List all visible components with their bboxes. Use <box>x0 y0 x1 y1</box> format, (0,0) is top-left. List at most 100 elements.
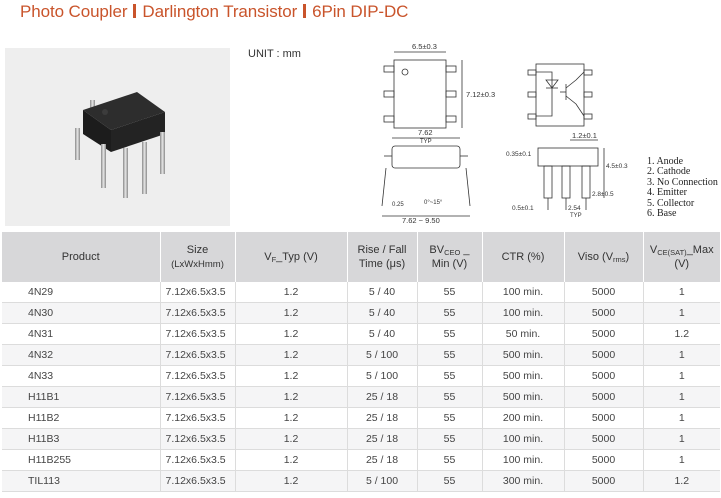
title-type: Darlington Transistor <box>142 2 298 21</box>
title-package: 6Pin DIP-DC <box>312 2 409 21</box>
cell-viso: 5000 <box>563 282 643 303</box>
dim-side-typ: TYP <box>420 139 432 145</box>
cell-ctr: 300 min. <box>481 470 564 492</box>
cell-product: H11B2 <box>2 407 160 429</box>
cell-viso: 5000 <box>563 407 643 429</box>
header-vf: VF_Typ (V) <box>234 232 347 282</box>
title-separator <box>133 4 137 18</box>
cell-ctr: 100 min. <box>481 282 564 303</box>
cell-size: 7.12x6.5x3.5 <box>159 470 235 492</box>
cell-size: 7.12x6.5x3.5 <box>159 449 235 471</box>
cell-vf: 1.2 <box>234 302 347 324</box>
cell-viso: 5000 <box>563 470 643 492</box>
dim-top-height: 7.12±0.3 <box>466 90 495 99</box>
cell-bvceo: 55 <box>416 282 482 303</box>
cell-product: 4N29 <box>2 282 160 303</box>
cell-vf: 1.2 <box>234 282 347 303</box>
cell-rise-fall: 5 / 40 <box>346 282 417 303</box>
cell-vcesat: 1 <box>642 449 720 471</box>
unit-label: UNIT : mm <box>248 48 301 60</box>
dim-side-thick: 0.25 <box>392 202 404 208</box>
cell-vf: 1.2 <box>234 365 347 387</box>
pin-item: 4. Emitter <box>647 187 687 199</box>
cell-size: 7.12x6.5x3.5 <box>159 386 235 408</box>
cell-product: 4N30 <box>2 302 160 324</box>
cell-vcesat: 1 <box>642 386 720 408</box>
pin-item: 6. Base <box>647 208 677 220</box>
package-drawing: 6.5±0.3 7.12±0.3 7.62 TYP 0.25 0°~15° 7.… <box>381 42 628 225</box>
dim-side-range: 7.62 ~ 9.50 <box>402 216 440 225</box>
cell-rise-fall: 5 / 100 <box>346 365 417 387</box>
cell-vf: 1.2 <box>234 449 347 471</box>
cell-viso: 5000 <box>563 449 643 471</box>
pin-item: 5. Collector <box>647 197 695 209</box>
cell-vf: 1.2 <box>234 386 347 408</box>
cell-ctr: 500 min. <box>481 386 564 408</box>
header-product: Product <box>2 232 160 282</box>
cell-vcesat: 1.2 <box>642 323 720 345</box>
cell-size: 7.12x6.5x3.5 <box>159 428 235 450</box>
cell-vf: 1.2 <box>234 344 347 366</box>
cell-product: H11B1 <box>2 386 160 408</box>
cell-rise-fall: 5 / 100 <box>346 470 417 492</box>
cell-viso: 5000 <box>563 344 643 366</box>
header-ctr: CTR (%) <box>481 232 564 282</box>
cell-rise-fall: 5 / 40 <box>346 302 417 324</box>
dim-side-angle: 0°~15° <box>424 200 443 206</box>
cell-bvceo: 55 <box>416 407 482 429</box>
cell-product: 4N32 <box>2 344 160 366</box>
pin-item: 1. Anode <box>647 156 684 167</box>
cell-size: 7.12x6.5x3.5 <box>159 344 235 366</box>
product-photo <box>5 48 230 226</box>
cell-viso: 5000 <box>563 302 643 324</box>
cell-size: 7.12x6.5x3.5 <box>159 302 235 324</box>
page-title: Photo Coupler Darlington Transistor 6Pin D… <box>20 2 408 22</box>
cell-vf: 1.2 <box>234 323 347 345</box>
cell-ctr: 50 min. <box>481 323 564 345</box>
cell-ctr: 200 min. <box>481 407 564 429</box>
cell-product: 4N33 <box>2 365 160 387</box>
pin-item: 3. No Connection <box>647 176 718 188</box>
cell-ctr: 100 min. <box>481 449 564 471</box>
side-view-body <box>391 145 461 169</box>
header-size: Size(LxWxHmm) <box>159 232 235 282</box>
cell-product: 4N31 <box>2 323 160 345</box>
dim-front-height: 4.5±0.3 <box>606 163 628 170</box>
schematic-body <box>535 63 585 127</box>
cell-bvceo: 55 <box>416 323 482 345</box>
cell-size: 7.12x6.5x3.5 <box>159 407 235 429</box>
cell-vcesat: 1 <box>642 344 720 366</box>
header-bvceo: BVCEO _Min (V) <box>416 232 482 282</box>
title-category: Photo Coupler <box>20 2 128 21</box>
cell-rise-fall: 25 / 18 <box>346 386 417 408</box>
cell-rise-fall: 5 / 100 <box>346 344 417 366</box>
cell-rise-fall: 5 / 40 <box>346 323 417 345</box>
cell-ctr: 100 min. <box>481 302 564 324</box>
dim-front-top: 1.2±0.1 <box>572 131 597 140</box>
cell-viso: 5000 <box>563 428 643 450</box>
cell-vcesat: 1 <box>642 407 720 429</box>
dim-side-width: 7.62 <box>418 128 433 137</box>
cell-viso: 5000 <box>563 386 643 408</box>
spec-table: Product Size(LxWxHmm) VF_Typ (V) Rise / … <box>2 232 720 492</box>
header-vcesat: VCE(SAT)_Max(V) <box>642 232 720 282</box>
cell-product: H11B3 <box>2 428 160 450</box>
cell-size: 7.12x6.5x3.5 <box>159 323 235 345</box>
cell-bvceo: 55 <box>416 365 482 387</box>
cell-product: TIL113 <box>2 470 160 492</box>
header-viso: Viso (Vrms) <box>563 232 643 282</box>
cell-bvceo: 55 <box>416 386 482 408</box>
cell-ctr: 500 min. <box>481 344 564 366</box>
cell-vcesat: 1 <box>642 302 720 324</box>
cell-ctr: 500 min. <box>481 365 564 387</box>
